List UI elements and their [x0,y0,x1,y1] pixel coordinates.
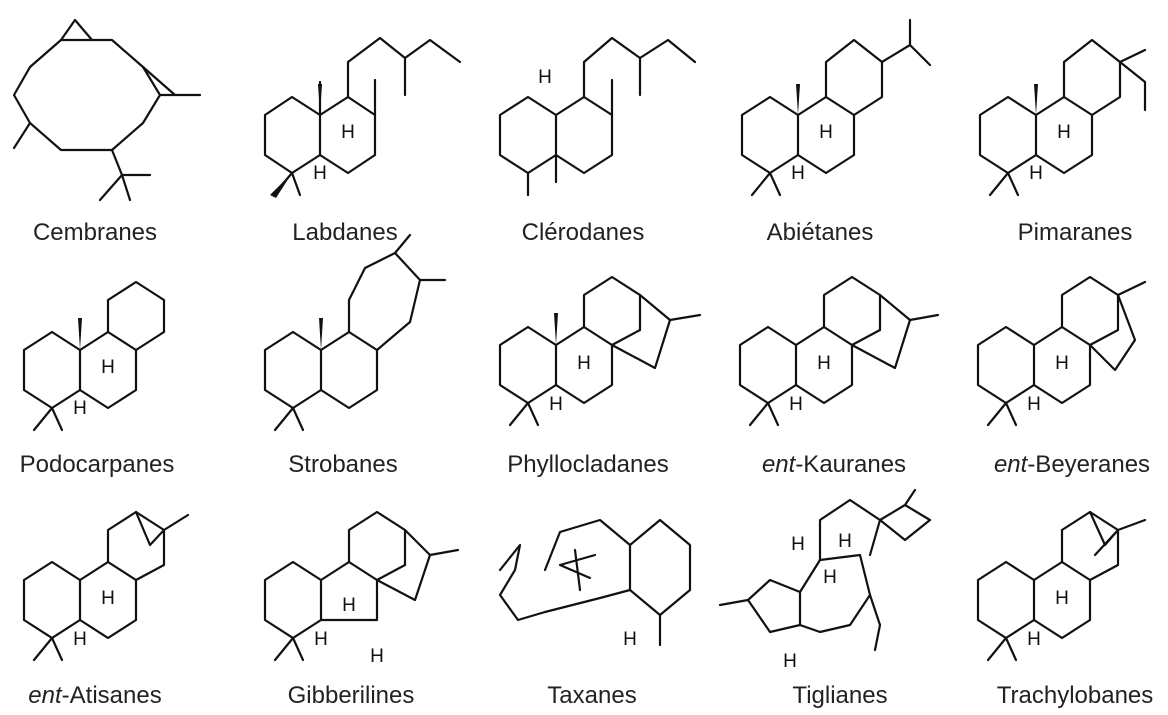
tiglianes-h-atom: H [823,567,837,588]
trachylobanes-h-atom: H [1055,588,1069,609]
labdanes-structure [263,36,462,198]
clerodanes-label: Clérodanes [522,219,645,246]
podocarpanes-h-atom: H [101,357,115,378]
pimaranes-structure [978,38,1147,197]
ent-beyeranes-h-atom: H [1027,394,1041,415]
abietanes-h-atom: H [819,122,833,143]
phyllocladanes-label: Phyllocladanes [507,451,668,478]
trachylobanes-label: Trachylobanes [997,682,1154,709]
tiglianes-structure [718,488,932,652]
labdanes-h-atom: H [341,122,355,143]
phyllocladanes-structure [498,275,702,427]
strobanes-structure [263,233,447,432]
gibberilines-h-atom: H [342,595,356,616]
ent-beyeranes-structure [976,275,1147,427]
gibberilines-structure [263,510,460,662]
abietanes-structure [740,18,932,197]
abietanes-label: Abiétanes [767,219,874,246]
pimaranes-h-atom: H [1029,163,1043,184]
taxanes-structure [498,518,692,647]
gibberilines-label: Gibberilines [288,682,415,709]
tiglianes-h-atom: H [791,534,805,555]
ent-kauranes-label: ent-Kauranes [762,451,906,478]
tiglianes-h-atom: H [783,651,797,672]
podocarpanes-label: Podocarpanes [20,451,175,478]
pimaranes-label: Pimaranes [1018,219,1133,246]
cembranes-label: Cembranes [33,219,157,246]
clerodanes-structure [498,36,697,197]
ent-atisanes-h-atom: H [101,588,115,609]
ent-kauranes-structure [738,275,940,427]
taxanes-h-atom: H [623,629,637,650]
strobanes-label: Strobanes [288,451,397,478]
ent-beyeranes-label: ent-Beyeranes [994,451,1150,478]
taxanes-label: Taxanes [547,682,636,709]
trachylobanes-structure [976,510,1147,662]
abietanes-h-atom: H [791,163,805,184]
pimaranes-h-atom: H [1057,122,1071,143]
ent-kauranes-h-atom: H [817,353,831,374]
podocarpanes-structure [22,280,166,432]
tiglianes-h-atom: H [838,531,852,552]
clerodanes-h-atom: H [538,67,552,88]
ent-atisanes-label: ent-Atisanes [28,682,161,709]
gibberilines-h-atom: H [314,629,328,650]
podocarpanes-h-atom: H [73,398,87,419]
ent-beyeranes-h-atom: H [1055,353,1069,374]
labdanes-label: Labdanes [292,219,397,246]
gibberilines-h-atom: H [370,646,384,667]
tiglianes-label: Tiglianes [792,682,887,709]
ent-atisanes-structure [22,510,190,662]
ent-atisanes-h-atom: H [73,629,87,650]
cembranes-structure [12,18,202,202]
phyllocladanes-h-atom: H [549,394,563,415]
labdanes-h-atom: H [313,163,327,184]
trachylobanes-h-atom: H [1027,629,1041,650]
ent-kauranes-h-atom: H [789,394,803,415]
phyllocladanes-h-atom: H [577,353,591,374]
